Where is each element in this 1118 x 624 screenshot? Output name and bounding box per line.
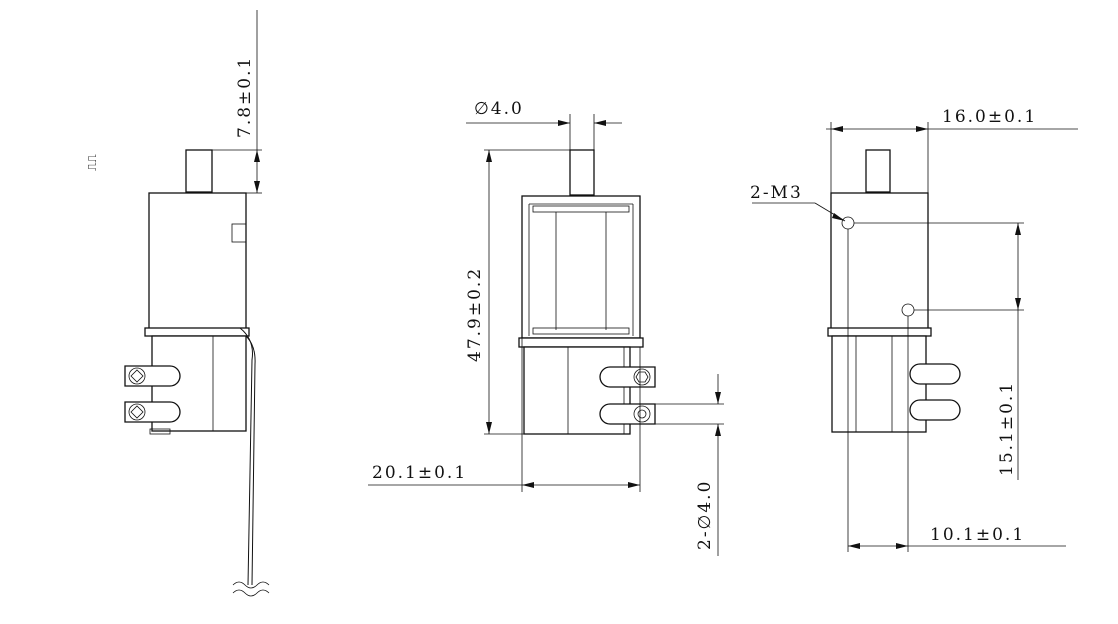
callout-mount-holes: 2-M3: [750, 183, 803, 203]
dim-hole-spacing-horizontal: 10.1±0.1: [930, 525, 1025, 545]
dim-side-nozzle-height: 7.8±0.1: [235, 56, 255, 138]
side-port-upper: [124, 365, 181, 387]
dim-port-diameters: 2-∅4.0: [695, 480, 715, 550]
side-port-lower: [124, 401, 181, 423]
front-view: ∅4.0 47.9±0.2 20.1±0.1 2-∅4.0: [368, 99, 724, 556]
end-view: 16.0±0.1 2-M3 15.1±0.1 10.1±0.1: [750, 107, 1078, 552]
side-mark: ⎍⎍: [85, 154, 99, 171]
dim-body-depth: 16.0±0.1: [942, 107, 1037, 127]
dim-nozzle-diameter: ∅4.0: [474, 99, 524, 119]
dim-overall-height: 47.9±0.2: [465, 267, 485, 362]
dim-hole-spacing-vertical: 15.1±0.1: [997, 381, 1017, 476]
dim-body-width: 20.1±0.1: [372, 463, 467, 483]
front-port-upper: [599, 366, 656, 388]
side-view: ⎍⎍ 7.8±0.1: [85, 10, 270, 597]
front-port-lower: [599, 403, 656, 425]
